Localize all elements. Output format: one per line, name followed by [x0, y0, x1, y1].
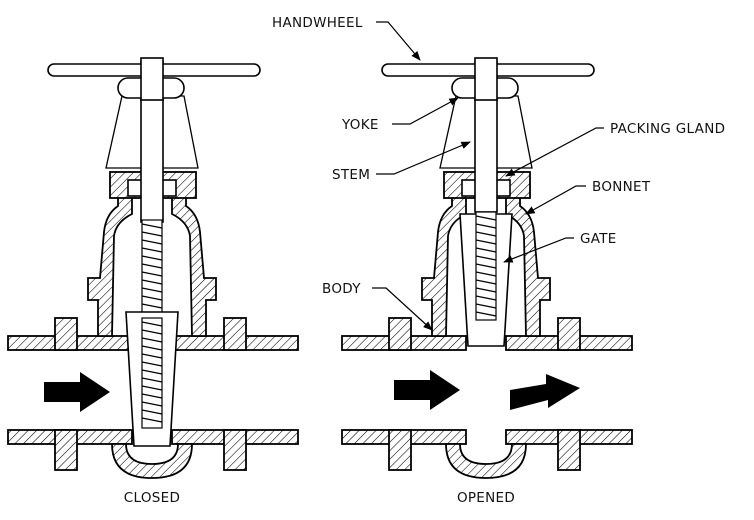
label-body: BODY — [322, 281, 361, 297]
closed-flow-arrow — [44, 372, 110, 412]
opened-flow-arrow-left — [394, 370, 460, 410]
closed-valve — [7, 57, 299, 479]
closed-valve-handwheel — [47, 57, 261, 101]
opened-valve — [341, 57, 633, 479]
closed-valve-gate — [125, 311, 179, 447]
opened-flow-arrow-right — [510, 374, 580, 410]
opened-valve-gate — [459, 211, 513, 347]
label-packing-gland: PACKING GLAND — [610, 121, 725, 137]
opened-valve-handwheel — [381, 57, 595, 101]
label-handwheel: HANDWHEEL — [272, 15, 363, 31]
label-stem: STEM — [332, 167, 370, 183]
closed-valve-stem-thread — [141, 219, 163, 317]
leader-lines — [372, 21, 604, 331]
label-gate: GATE — [580, 231, 617, 247]
caption-closed: CLOSED — [124, 490, 180, 506]
caption-opened: OPENED — [457, 490, 515, 506]
opened-valve-body — [341, 171, 633, 479]
label-yoke: YOKE — [341, 117, 379, 133]
label-bonnet: BONNET — [592, 179, 651, 195]
